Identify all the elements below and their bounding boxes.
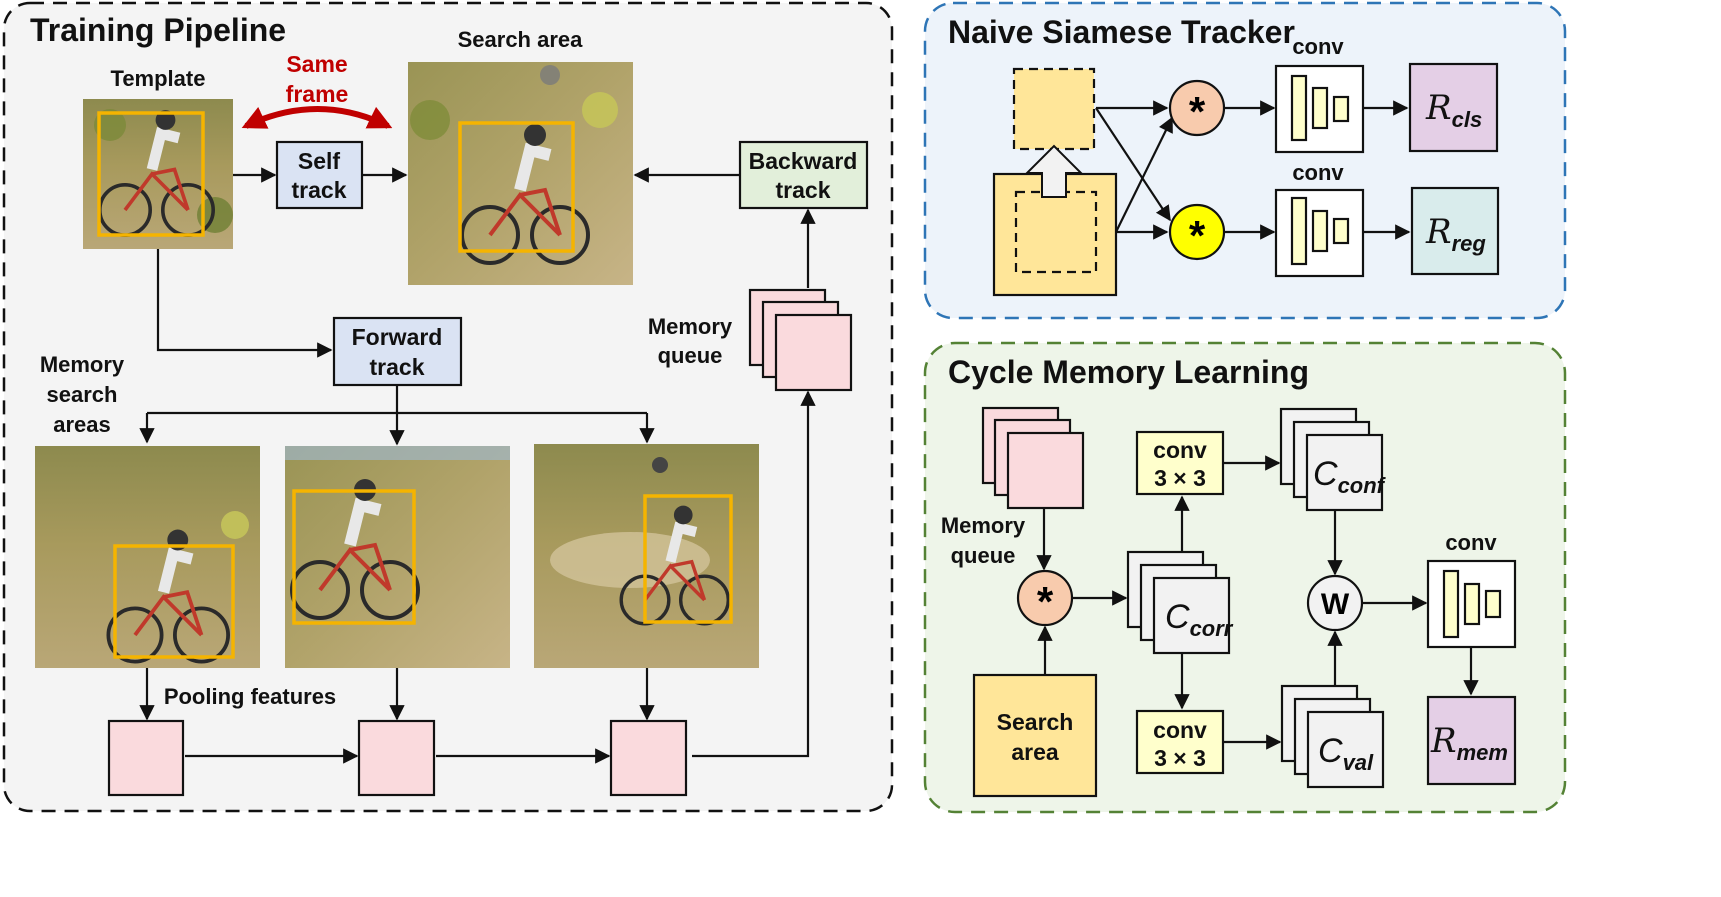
cycle-search-area-line2: area bbox=[1011, 739, 1059, 765]
svg-text:Cval: Cval bbox=[1318, 732, 1374, 775]
training-pipeline-panel: Training Pipeline Template Search area S… bbox=[2, 1, 894, 813]
same-frame-annotation: Same frame bbox=[241, 51, 393, 129]
cycle-search-area-line1: Search bbox=[997, 709, 1074, 735]
cycle-search-area-box: Search area bbox=[972, 673, 1098, 798]
svg-text:Ccorr: Ccorr bbox=[1165, 598, 1234, 641]
siamese-corr-reg-symbol: * bbox=[1189, 212, 1206, 259]
memory-queue-label-line2: queue bbox=[658, 343, 723, 368]
memory-search-areas-line3: areas bbox=[53, 412, 111, 437]
c-val-stack: Cval bbox=[1280, 684, 1385, 789]
same-frame-arrow bbox=[241, 106, 393, 129]
cycle-corr-symbol: * bbox=[1037, 578, 1054, 625]
memory-queue-label-line1: Memory bbox=[648, 314, 733, 339]
c-val-symbol: C bbox=[1318, 732, 1343, 770]
siamese-crop-up-arrow bbox=[1024, 144, 1084, 198]
cycle-memory-queue-line1: Memory bbox=[941, 513, 1026, 538]
arrow-search-to-corr-top bbox=[1115, 116, 1173, 233]
pooled-feature-2 bbox=[357, 719, 436, 797]
c-val-subscript: val bbox=[1343, 750, 1374, 775]
memory-frame-2 bbox=[285, 446, 510, 668]
training-panel-title: Training Pipeline bbox=[30, 12, 286, 48]
self-track-box: Self track bbox=[275, 140, 364, 210]
svg-text:Rmem: Rmem bbox=[1430, 721, 1508, 765]
conv3x3-bottom-line2: 3 × 3 bbox=[1154, 745, 1206, 771]
svg-text:Rcls: Rcls bbox=[1425, 88, 1482, 132]
conv3x3-top-box: conv 3 × 3 bbox=[1135, 430, 1225, 496]
forward-track-line2: track bbox=[370, 354, 425, 380]
search-area-label: Search area bbox=[458, 27, 584, 52]
same-frame-line2: frame bbox=[286, 81, 349, 107]
c-conf-subscript: conf bbox=[1338, 473, 1387, 498]
cycle-memory-queue-line2: queue bbox=[951, 543, 1016, 568]
arrow-template-to-forward bbox=[156, 249, 333, 358]
siamese-template-feature bbox=[1012, 67, 1096, 151]
r-mem-output: Rmem bbox=[1426, 695, 1517, 786]
template-image bbox=[83, 99, 233, 249]
pooled-feature-3 bbox=[609, 719, 688, 797]
forward-track-line1: Forward bbox=[352, 324, 443, 350]
c-conf-stack: Cconf bbox=[1279, 407, 1387, 512]
arrow-template-to-corr-bottom bbox=[1095, 107, 1171, 222]
backward-track-line1: Backward bbox=[749, 148, 858, 174]
conv3x3-bottom-box: conv 3 × 3 bbox=[1135, 709, 1225, 775]
memory-queue-stack bbox=[748, 288, 853, 392]
memory-search-areas-line1: Memory bbox=[40, 352, 125, 377]
pooled-feature-1 bbox=[107, 719, 185, 797]
arrow-feature3-to-memory-queue bbox=[692, 390, 816, 758]
self-track-line1: Self bbox=[298, 148, 341, 174]
cycle-conv-block bbox=[1426, 559, 1517, 649]
template-label: Template bbox=[111, 66, 206, 91]
siamese-tracker-panel: Naive Siamese Tracker * * conv conv bbox=[923, 1, 1567, 320]
conv3x3-top-line2: 3 × 3 bbox=[1154, 465, 1206, 491]
cycle-panel-title: Cycle Memory Learning bbox=[948, 354, 1309, 390]
c-conf-symbol: C bbox=[1313, 455, 1338, 493]
siamese-conv-top-label: conv bbox=[1292, 34, 1344, 59]
conv3x3-bottom-line1: conv bbox=[1153, 717, 1207, 743]
cycle-conv-label: conv bbox=[1445, 530, 1497, 555]
c-corr-subscript: corr bbox=[1190, 616, 1234, 641]
backward-track-box: Backward track bbox=[738, 140, 869, 210]
siamese-conv-bottom-label: conv bbox=[1292, 160, 1344, 185]
svg-text:Cconf: Cconf bbox=[1313, 455, 1387, 498]
memory-frame-3 bbox=[534, 444, 759, 668]
c-corr-symbol: C bbox=[1165, 598, 1190, 636]
conv3x3-top-line1: conv bbox=[1153, 437, 1207, 463]
r-reg-output: Rreg bbox=[1410, 186, 1500, 276]
c-corr-stack: Ccorr bbox=[1126, 550, 1234, 655]
search-area-image bbox=[408, 62, 633, 285]
weight-symbol: W bbox=[1321, 588, 1350, 621]
self-track-line2: track bbox=[292, 177, 347, 203]
siamese-panel-title: Naive Siamese Tracker bbox=[948, 14, 1295, 50]
same-frame-line1: Same bbox=[286, 51, 347, 77]
cycle-memory-panel: Cycle Memory Learning Memory queue * Sea… bbox=[923, 341, 1567, 814]
r-mem-symbol: R bbox=[1430, 721, 1457, 761]
cycle-memory-queue-stack bbox=[981, 406, 1085, 510]
forward-track-box: Forward track bbox=[332, 316, 463, 387]
r-mem-subscript: mem bbox=[1457, 740, 1508, 765]
svg-text:Rreg: Rreg bbox=[1425, 212, 1486, 256]
r-cls-subscript: cls bbox=[1452, 107, 1483, 132]
siamese-corr-cls-symbol: * bbox=[1189, 88, 1206, 135]
pooling-features-label: Pooling features bbox=[164, 684, 336, 709]
r-cls-output: Rcls bbox=[1408, 62, 1499, 153]
r-cls-symbol: R bbox=[1425, 88, 1452, 128]
r-reg-subscript: reg bbox=[1452, 231, 1487, 256]
siamese-conv-top-block bbox=[1274, 64, 1365, 154]
r-reg-symbol: R bbox=[1425, 212, 1452, 252]
memory-search-areas-line2: search bbox=[47, 382, 118, 407]
siamese-conv-bottom-block bbox=[1274, 188, 1365, 278]
backward-track-line2: track bbox=[776, 177, 831, 203]
memory-frame-1 bbox=[35, 446, 260, 668]
siamese-search-crop bbox=[1014, 190, 1098, 274]
